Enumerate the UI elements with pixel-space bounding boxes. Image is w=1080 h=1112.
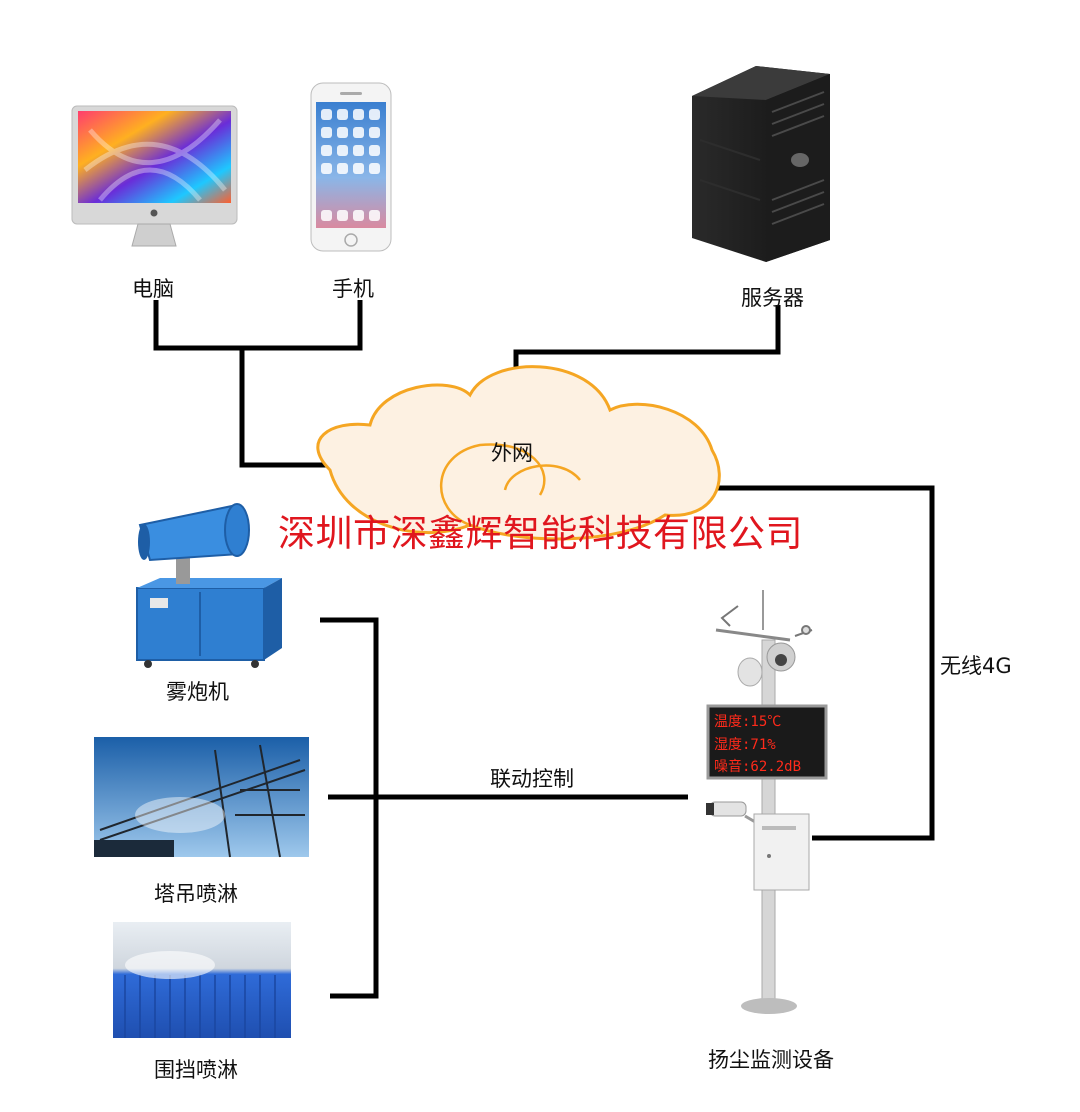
company-watermark: 深圳市深鑫辉智能科技有限公司 (278, 512, 803, 555)
led-line-humidity: 湿度:71% (714, 737, 776, 753)
dust-monitor-icon: 温度:15℃ 湿度:71% 噪音:62.2dB (706, 590, 828, 1014)
label-fence-spray: 围挡喷淋 (154, 1058, 238, 1082)
label-computer: 电脑 (132, 277, 174, 301)
clients-to-cloud-link (239, 348, 328, 468)
connector-lines (153, 300, 935, 999)
label-dust-monitor: 扬尘监测设备 (708, 1048, 834, 1072)
label-phone: 手机 (332, 277, 374, 301)
phone-icon (310, 82, 392, 252)
cloud-shape (316, 365, 721, 541)
fence-spray-photo (113, 922, 291, 1038)
led-line-noise: 噪音:62.2dB (714, 758, 801, 775)
led-line-temperature: 温度:15℃ (714, 714, 781, 730)
label-tower-crane-spray: 塔吊喷淋 (154, 882, 238, 906)
label-fog-cannon: 雾炮机 (166, 680, 229, 704)
label-server: 服务器 (741, 286, 804, 310)
server-to-cloud-link (513, 305, 781, 372)
tower-crane-spray-photo (94, 737, 309, 858)
wireless-4g-link (716, 485, 935, 841)
label-linkage-control: 联动控制 (490, 767, 574, 791)
label-wireless-4g: 无线4G (940, 654, 1012, 678)
server-icon (692, 66, 830, 262)
computer-phone-link (153, 300, 363, 351)
computer-icon (71, 105, 238, 247)
fog-cannon-icon (136, 503, 282, 668)
linkage-bracket (320, 617, 379, 999)
label-cloud: 外网 (491, 441, 533, 465)
